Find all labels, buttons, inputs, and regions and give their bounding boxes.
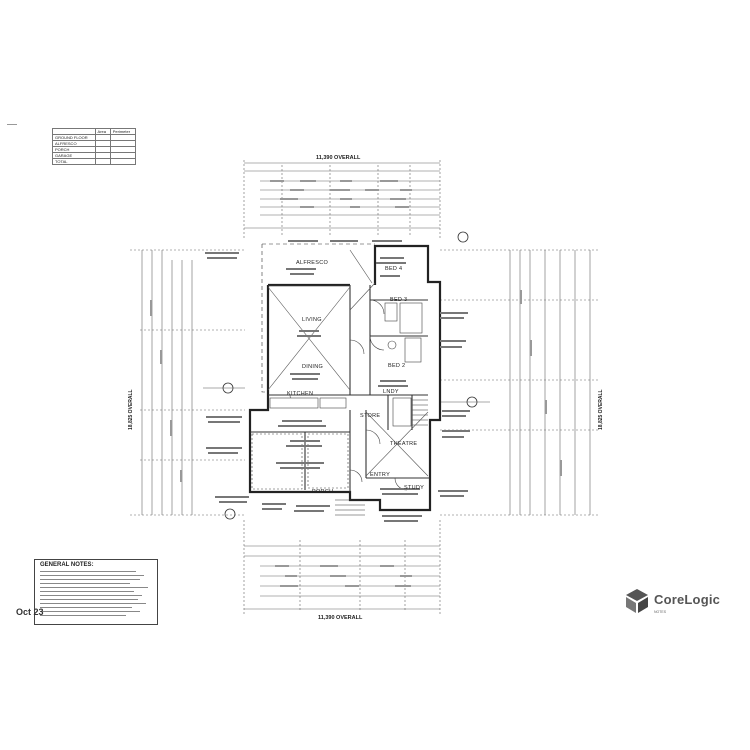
room-label-entry: ENTRY — [370, 472, 391, 478]
room-label-lndy: LNDY — [383, 389, 399, 395]
corelogic-logo-tagline: NOTES — [654, 610, 667, 614]
table-cell — [109, 158, 137, 165]
room-label-porch: PORCH — [312, 489, 334, 495]
exterior-walls — [248, 244, 442, 512]
left-dimension-lines — [130, 249, 245, 516]
right-dimension-lines — [440, 249, 600, 516]
room-label-dining: DINING — [302, 364, 324, 370]
overall-dimension-right: 18,825 OVERALL — [598, 389, 604, 430]
date-stamp: Oct 23 — [16, 607, 44, 617]
porch-steps — [335, 499, 365, 516]
area-schedule-table: Area Perimeter GROUND FLOOR ALFRESCO POR… — [52, 128, 137, 165]
interior-walls — [250, 285, 430, 492]
stair-treads — [412, 399, 428, 426]
room-label-kitchen: KITCHEN — [287, 391, 314, 397]
overall-dimension-top: 11,390 OVERALL — [316, 155, 361, 161]
scan-mark — [7, 124, 17, 129]
diagonal-ceiling-lines — [267, 249, 429, 477]
alfresco-roof-outline — [261, 243, 375, 393]
notes-line — [40, 575, 144, 576]
general-notes-title: GENERAL NOTES: — [40, 562, 94, 568]
bottom-dimension-lines — [243, 520, 441, 615]
room-label-store: STORE — [360, 413, 381, 419]
notes-line — [40, 599, 138, 600]
notes-line — [40, 583, 130, 584]
notes-line — [40, 611, 140, 612]
room-label-bed3: BED 3 — [390, 297, 408, 303]
section-markers — [203, 231, 490, 520]
notes-line — [40, 615, 126, 616]
corelogic-logo: CoreLogic NOTES — [624, 584, 734, 620]
overall-dimension-bottom: 11,390 OVERALL — [318, 615, 363, 621]
annotation-text-blocks — [205, 240, 470, 522]
room-label-bed2: BED 2 — [388, 363, 406, 369]
room-label-living: LIVING — [302, 317, 322, 323]
room-label-alfresco: ALFRESCO — [296, 260, 329, 266]
notes-line — [40, 607, 132, 608]
door-swings — [289, 299, 408, 491]
notes-line — [40, 571, 136, 572]
notes-line — [40, 591, 134, 592]
corelogic-logo-icon — [626, 589, 648, 613]
notes-line — [40, 595, 142, 596]
dimension-tick-marks — [150, 180, 562, 587]
corelogic-logo-text: CoreLogic — [654, 592, 721, 607]
notes-line — [40, 579, 140, 580]
notes-line — [40, 587, 148, 588]
general-notes-box: GENERAL NOTES: — [34, 559, 158, 625]
room-label-theatre: THEATRE — [390, 441, 418, 447]
table-row: TOTAL — [52, 158, 137, 165]
table-cell — [94, 158, 111, 165]
fixtures — [251, 302, 423, 490]
notes-line — [40, 603, 146, 604]
room-label-bed4: BED 4 — [385, 266, 403, 272]
overall-dimension-left: 18,825 OVERALL — [128, 389, 134, 430]
room-label-study: STUDY — [404, 485, 425, 491]
